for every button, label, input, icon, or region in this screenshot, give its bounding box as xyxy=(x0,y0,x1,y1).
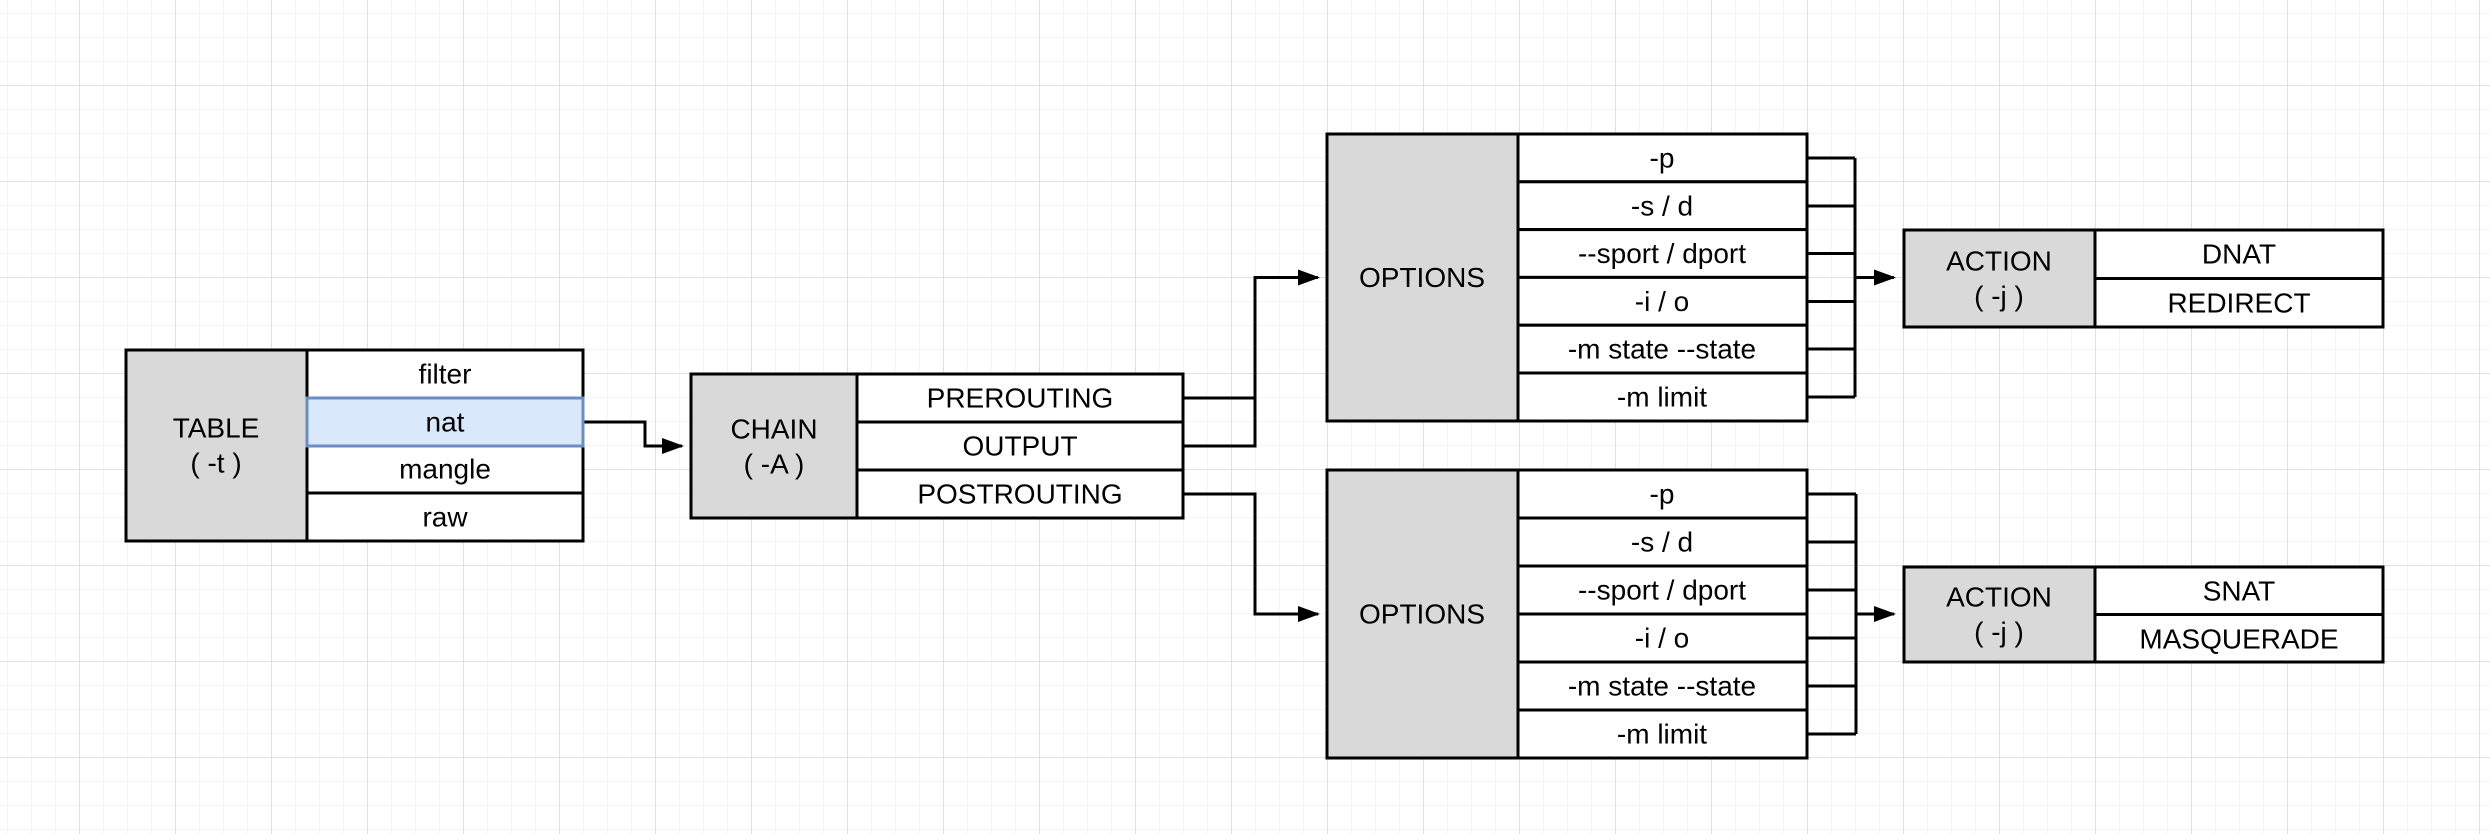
options-top-row-label: -m limit xyxy=(1617,382,1707,413)
chain-header-cell[interactable] xyxy=(689,372,859,520)
node-options-bottom: OPTIONS -p -s / d --sport / dport -i / o… xyxy=(1325,468,1809,760)
options-top-row[interactable] xyxy=(1516,275,1809,327)
action-bottom-title-line2: ( -j ) xyxy=(1974,617,2024,648)
options-bottom-row[interactable] xyxy=(1516,612,1809,664)
options-bottom-row[interactable] xyxy=(1516,516,1809,568)
options-bottom-row[interactable] xyxy=(1516,660,1809,712)
node-table: TABLE ( -t ) filter nat mangle raw xyxy=(124,348,585,543)
chain-row-label: OUTPUT xyxy=(962,431,1077,462)
options-top-row[interactable] xyxy=(1516,132,1809,184)
options-bottom-row-label: --sport / dport xyxy=(1578,575,1746,606)
chain-row-postrouting[interactable] xyxy=(855,468,1185,520)
options-bottom-row-label: -i / o xyxy=(1635,623,1689,654)
options-top-row-label: --sport / dport xyxy=(1578,238,1746,269)
action-top-row-label: REDIRECT xyxy=(2167,288,2310,319)
options-top-row-label: -s / d xyxy=(1631,191,1693,222)
chain-row-label: PREROUTING xyxy=(927,383,1114,414)
action-bottom-row-snat[interactable] xyxy=(2093,565,2385,616)
options-top-row[interactable] xyxy=(1516,180,1809,232)
options-bottom-row[interactable] xyxy=(1516,468,1809,520)
table-row-raw[interactable] xyxy=(305,491,585,543)
chain-row-label: POSTROUTING xyxy=(917,479,1122,510)
action-bottom-row-label: SNAT xyxy=(2203,576,2276,607)
options-top-row-label: -m state --state xyxy=(1568,334,1756,365)
options-bottom-row-label: -m state --state xyxy=(1568,671,1756,702)
table-row-label: filter xyxy=(419,359,472,390)
options-top-title: OPTIONS xyxy=(1359,262,1485,293)
node-action-bottom: ACTION ( -j ) SNAT MASQUERADE xyxy=(1902,565,2385,664)
table-row-filter[interactable] xyxy=(305,348,585,400)
chain-title-line2: ( -A ) xyxy=(744,449,805,480)
table-title-line2: ( -t ) xyxy=(190,448,241,479)
table-row-label: raw xyxy=(422,502,468,533)
options-top-row-label: -i / o xyxy=(1635,286,1689,317)
table-row-label: nat xyxy=(426,407,465,438)
action-bottom-title-line1: ACTION xyxy=(1946,582,2052,613)
edge-nat-to-chain[interactable] xyxy=(583,420,684,454)
options-bottom-row[interactable] xyxy=(1516,708,1809,760)
options-bottom-row-label: -p xyxy=(1650,479,1675,510)
options-bottom-row-label: -m limit xyxy=(1617,719,1707,750)
options-bottom-row-label: -s / d xyxy=(1631,527,1693,558)
action-top-title-line1: ACTION xyxy=(1946,246,2052,277)
options-top-row[interactable] xyxy=(1516,323,1809,375)
table-header-cell[interactable] xyxy=(124,348,309,543)
table-row-label: mangle xyxy=(399,454,491,485)
action-bottom-row-masquerade[interactable] xyxy=(2093,613,2385,664)
action-top-title-line2: ( -j ) xyxy=(1974,281,2024,312)
options-top-row-label: -p xyxy=(1650,143,1675,174)
options-bottom-title: OPTIONS xyxy=(1359,599,1485,630)
options-bottom-header-cell[interactable] xyxy=(1325,468,1520,760)
action-bottom-header-cell[interactable] xyxy=(1902,565,2097,664)
options-top-header-cell[interactable] xyxy=(1325,132,1520,423)
action-bottom-row-label: MASQUERADE xyxy=(2139,624,2338,655)
node-action-top: ACTION ( -j ) DNAT REDIRECT xyxy=(1902,228,2385,329)
edge-output-to-options-top[interactable] xyxy=(1183,269,1320,448)
node-options-top: OPTIONS -p -s / d --sport / dport -i / o… xyxy=(1325,132,1809,423)
action-top-row-label: DNAT xyxy=(2202,239,2276,270)
edge-postrouting-to-options-bottom[interactable] xyxy=(1183,492,1320,622)
options-top-merge-bracket[interactable] xyxy=(1807,156,1857,399)
action-top-row-redirect[interactable] xyxy=(2093,277,2385,329)
options-bottom-row[interactable] xyxy=(1516,564,1809,616)
action-top-header-cell[interactable] xyxy=(1902,228,2097,329)
node-chain: CHAIN ( -A ) PREROUTING OUTPUT POSTROUTI… xyxy=(689,372,1185,520)
chain-title-line1: CHAIN xyxy=(730,414,817,445)
options-top-row[interactable] xyxy=(1516,371,1809,423)
options-bottom-merge-bracket[interactable] xyxy=(1807,492,1858,736)
table-title-line1: TABLE xyxy=(173,413,260,444)
table-row-nat-highlighted[interactable] xyxy=(305,396,585,448)
action-top-row-dnat[interactable] xyxy=(2093,228,2385,280)
